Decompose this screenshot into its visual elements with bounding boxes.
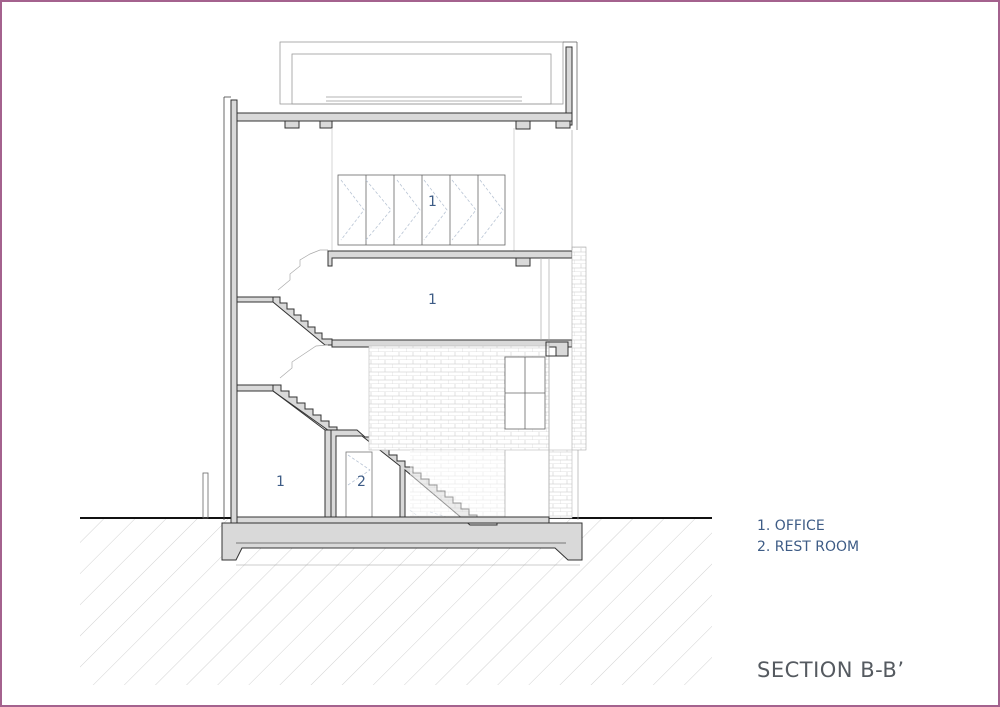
upper-slab bbox=[327, 250, 573, 267]
lower-stair bbox=[272, 384, 338, 434]
upper-stair bbox=[272, 296, 333, 346]
rooftop-structure bbox=[279, 41, 564, 105]
roof-slab bbox=[236, 112, 573, 130]
brick-facade bbox=[571, 246, 587, 451]
room-label-office-ground: 1 bbox=[276, 474, 285, 490]
legend-item-office: 1. OFFICE bbox=[757, 518, 825, 534]
side-window bbox=[504, 356, 546, 430]
first-floor-slab bbox=[236, 384, 274, 392]
legend-item-rest-room: 2. REST ROOM bbox=[757, 539, 860, 555]
room-label-office-top: 1 bbox=[428, 194, 437, 210]
room-label-rest-room: 2 bbox=[357, 474, 366, 490]
top-floor-window bbox=[337, 174, 506, 246]
foundation-slab bbox=[221, 522, 583, 561]
partition-wall bbox=[324, 429, 332, 524]
entry-post bbox=[202, 472, 209, 519]
left-wall bbox=[230, 99, 238, 524]
room-label-office-mid: 1 bbox=[428, 292, 437, 308]
ground-floor-slab bbox=[236, 516, 550, 524]
drawing-title: SECTION B-B’ bbox=[757, 658, 905, 682]
